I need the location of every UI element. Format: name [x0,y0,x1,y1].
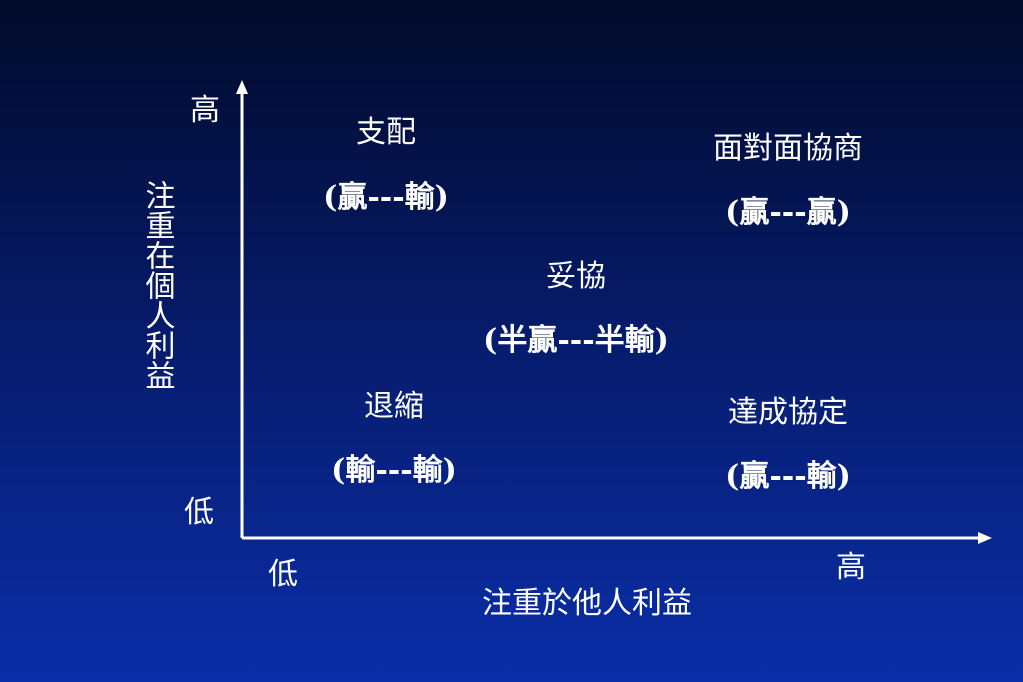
x-axis-low-label: 低 [268,557,298,592]
x-axis-arrowhead [978,532,992,544]
accommodate-outcome: (贏---輸) [725,459,851,494]
y-axis-arrowhead [236,80,248,94]
dominate-label: 支配 [356,115,416,150]
negotiate-label: 面對面協商 [713,131,863,166]
negotiate-outcome: (贏---贏) [725,195,851,230]
y-axis-high-label: 高 [190,93,220,128]
accommodate-label: 達成協定 [728,395,848,430]
compromise-outcome: (半贏---半輸) [483,323,669,358]
withdraw-outcome: (輸---輸) [331,453,457,488]
x-axis-title: 注重於他人利益 [482,586,692,621]
withdraw-label: 退縮 [364,389,424,424]
dominate-outcome: (贏---輸) [323,180,449,215]
x-axis-high-label: 高 [836,550,866,585]
y-axis-low-label: 低 [184,495,214,530]
y-axis-title: 注重在個人利益 [139,180,175,390]
compromise-label: 妥協 [546,259,606,294]
